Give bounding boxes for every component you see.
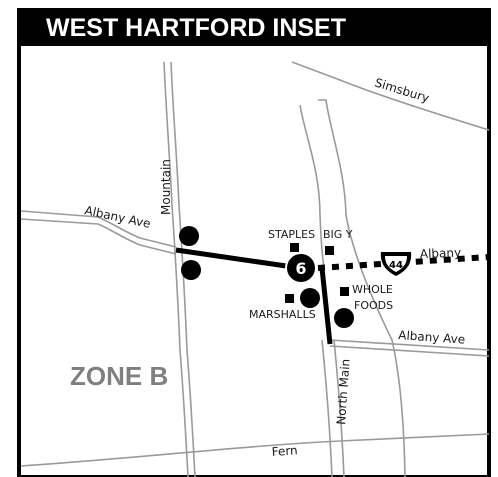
albany-ave-west-south: [20, 218, 177, 255]
eastern-road: [318, 99, 406, 477]
albany-ave-east-north: [329, 339, 490, 351]
store-marker-staples: [290, 243, 299, 252]
store-marker-whole-foods: [340, 287, 349, 296]
stop-marker: [181, 260, 201, 280]
street-label-north-main: North Main: [334, 358, 353, 425]
albany-ave-east-south: [329, 345, 490, 357]
street-label-fern: Fern: [271, 443, 298, 459]
fern-street: [20, 433, 490, 467]
street-label-albany-ave-east: Albany Ave: [398, 328, 466, 347]
street-label-albany-route: Albany: [420, 246, 462, 261]
zone-label: ZONE B: [70, 361, 168, 391]
title-bar: [17, 8, 491, 46]
store-marker-big-y: [325, 246, 334, 255]
map-title: WEST HARTFORD INSET: [46, 14, 346, 42]
route-segment-north-main: [319, 267, 333, 345]
street-label-mountain: Mountain: [159, 159, 173, 215]
stop-marker: [334, 308, 354, 328]
route-6-badge: 6: [285, 252, 317, 284]
store-label-marshalls: MARSHALLS: [249, 308, 316, 321]
north-main-road-west: [321, 339, 333, 477]
store-label-whole-foods-line1: WHOLE: [352, 283, 393, 296]
simsbury-road: [291, 61, 490, 131]
map-frame: [17, 8, 491, 477]
store-label-whole-foods-line2: FOODS: [354, 299, 393, 312]
store-label-big-y: BIG Y: [323, 228, 353, 241]
albany-ave-west-north: [20, 210, 177, 248]
route-segment-west: [175, 247, 301, 271]
mountain-road-west: [163, 61, 189, 477]
us-44-shield-icon: 44: [380, 252, 412, 276]
stop-marker: [179, 226, 199, 246]
route-number: 6: [295, 259, 306, 278]
local-roads: [20, 61, 490, 477]
store-marker-marshalls: [285, 294, 294, 303]
north-main-road-east: [333, 339, 345, 477]
highway-number: 44: [389, 260, 403, 271]
winding-road: [299, 104, 325, 269]
store-label-staples: STAPLES: [268, 228, 315, 241]
route-6-path: [175, 247, 333, 345]
stop-marker: [300, 288, 320, 308]
